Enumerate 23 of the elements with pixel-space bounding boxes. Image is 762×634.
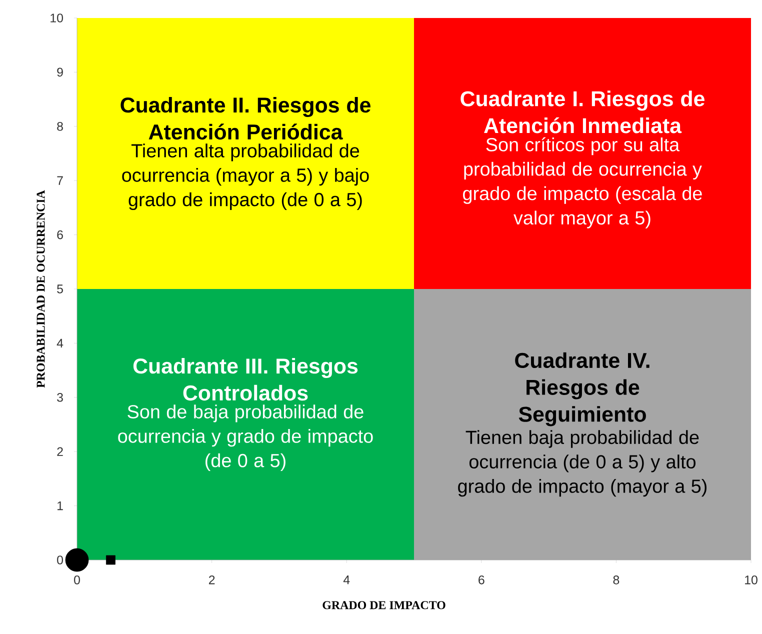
y-axis-title: PROBABILIDAD DE OCURRENCIA [36, 190, 45, 388]
y-tick-label: 1 [58, 502, 63, 510]
y-tick-label: 8 [57, 122, 63, 131]
y-tick-label: 2 [57, 447, 63, 456]
quadrant-box: Cuadrante I. Riesgos de Atención Inmediata Son críticos por su alta probabilidad de ocurrencia y grado de impacto (escala de valor mayor a 5) [414, 18, 751, 289]
y-tick-label: 10 [50, 14, 63, 22]
y-tick-label: 9 [57, 68, 63, 77]
quadrant-box: Cuadrante III. Riesgos Controlados Son de baja probabilidad de ocurrencia y grado de impacto (de 0 a 5) [77, 288, 414, 560]
y-tick-label: 5 [57, 284, 63, 294]
quadrant-box: Cuadrante IV. Riesgos de Seguimiento Tienen baja probabilidad de ocurrencia (de 0 a 5) y alto grado de impacto (mayor a 5) [414, 288, 751, 560]
x-axis-title: GRADO DE IMPACTO [322, 601, 446, 610]
y-tick-label: 7 [57, 176, 63, 185]
x-tick-label: 2 [208, 576, 215, 584]
x-tick-label: 6 [478, 576, 484, 584]
x-tick-label: 4 [343, 576, 350, 584]
y-tick-label: 4 [56, 338, 64, 348]
x-tick-label: 8 [613, 576, 620, 584]
y-tick-label: 3 [57, 392, 63, 402]
y-tick-label: 0 [57, 556, 63, 564]
x-tick-label: 0 [74, 576, 80, 584]
x-tick-label: 10 [745, 576, 758, 584]
y-tick-label: 6 [57, 230, 63, 240]
quadrant-box: Cuadrante II. Riesgos de Atención Periódica Tienen alta probabilidad de ocurrencia (mayor a 5) y bajo grado de impacto (de 0 a 5) [77, 18, 414, 289]
